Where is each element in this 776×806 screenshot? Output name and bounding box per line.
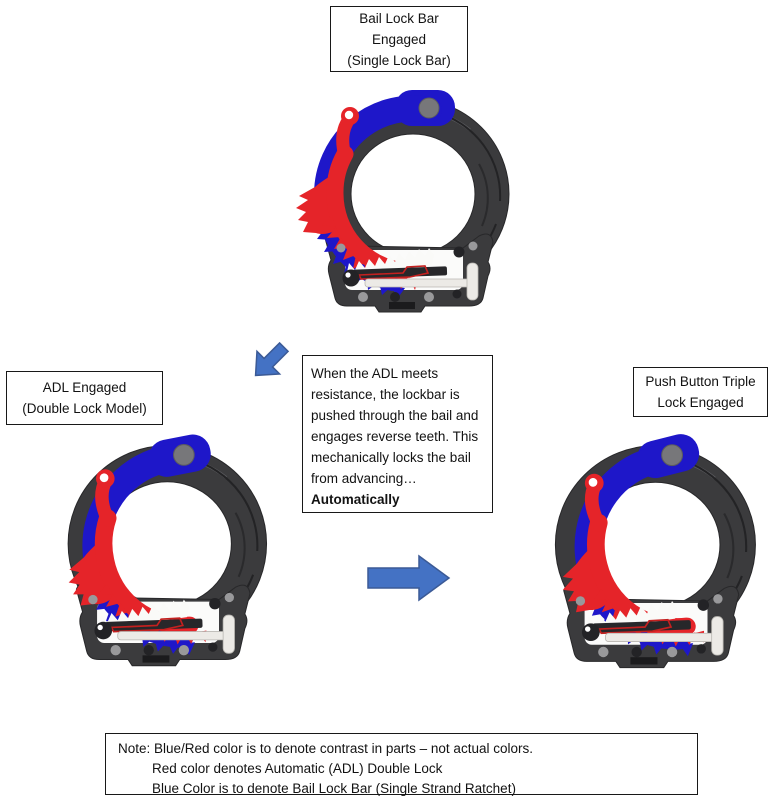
arrow-shape — [367, 554, 451, 602]
label-line: Bail Lock Bar — [359, 11, 439, 26]
handcuff-bail-lock-illustration — [283, 86, 511, 313]
label-line: (Double Lock Model) — [22, 401, 147, 416]
arrow-shape — [254, 341, 290, 377]
label-box-bail-lock: Bail Lock Bar Engaged (Single Lock Bar) — [330, 6, 468, 72]
label-line: ADL Engaged — [42, 380, 127, 395]
explanation-text: When the ADL meets resistance, the lockb… — [311, 366, 479, 486]
label-line: Engaged — [371, 32, 427, 47]
label-line: Lock Engaged — [657, 395, 744, 410]
note-box: Note: Blue/Red color is to denote contra… — [105, 733, 698, 796]
label-box-adl-engaged: ADL Engaged (Double Lock Model) — [6, 371, 163, 425]
label-line: Push Button Triple — [645, 374, 756, 389]
handcuff-triple-lock-illustration — [520, 432, 770, 672]
arrow-right-icon — [367, 554, 451, 602]
arrow-southwest-icon — [254, 341, 290, 377]
note-line: Red color denotes Automatic (ADL) Double… — [152, 761, 443, 776]
note-line: Note: Blue/Red color is to denote contra… — [118, 741, 533, 756]
label-box-triple-lock: Push Button Triple Lock Engaged — [633, 367, 768, 417]
explanation-bold-text: Automatically — [311, 492, 400, 507]
label-line: (Single Lock Bar) — [347, 53, 451, 68]
handcuff-adl-engaged-illustration — [33, 432, 269, 670]
note-line: Blue Color is to denote Bail Lock Bar (S… — [152, 781, 516, 796]
explanation-box: When the ADL meets resistance, the lockb… — [302, 355, 493, 513]
arrow-rotation — [254, 341, 290, 377]
